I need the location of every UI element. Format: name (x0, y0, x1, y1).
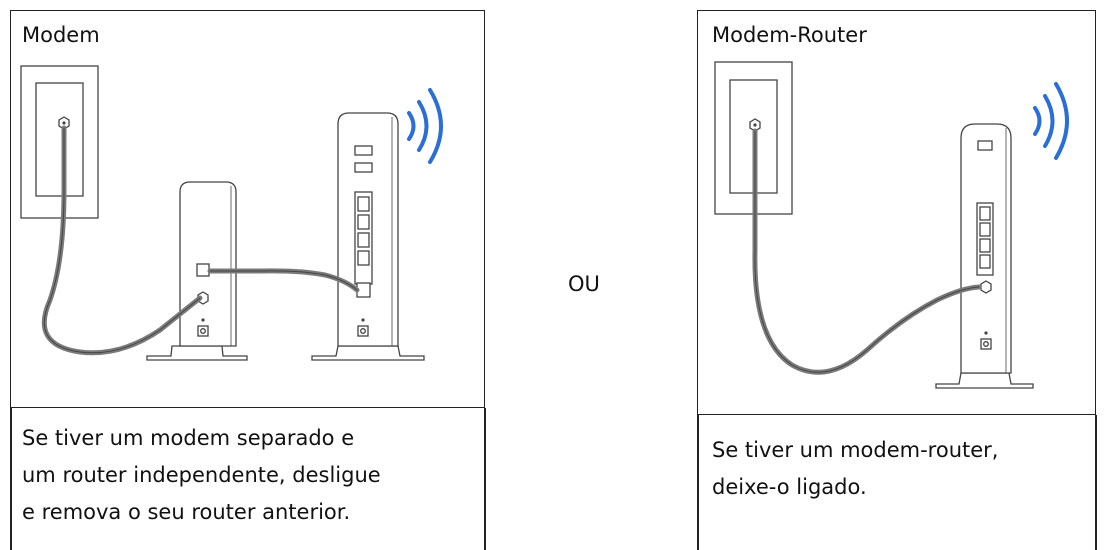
right-illustration-frame (697, 10, 1096, 415)
left-panel-caption: Se tiver um modem separado e um router i… (22, 420, 381, 531)
wifi-signal-icon-right (1033, 82, 1069, 160)
wall-outlet-icon (20, 65, 99, 219)
left-illustration-frame (10, 10, 485, 408)
left-caption-line-3: e remova o seu router anterior. (22, 500, 351, 524)
router-device-icon (311, 112, 425, 361)
right-panel-right-border (1095, 415, 1097, 550)
right-panel-title: Modem-Router (712, 23, 867, 47)
left-panel-left-border (10, 408, 12, 550)
right-panel-caption: Se tiver um modem-router, deixe-o ligado… (712, 432, 998, 506)
modem-router-setup-illustration (20, 65, 443, 361)
right-caption-line-1: Se tiver um modem-router, (712, 438, 999, 462)
right-caption-line-2: deixe-o ligado. (712, 475, 867, 499)
wifi-signal-icon (407, 88, 443, 164)
right-panel-left-border (697, 415, 699, 550)
or-separator-text: OU (568, 272, 600, 296)
modem-router-combo-illustration (714, 61, 1069, 389)
left-caption-line-1: Se tiver um modem separado e (22, 426, 355, 450)
left-panel-title: Modem (22, 23, 100, 47)
left-caption-line-2: um router independente, desligue (22, 463, 381, 487)
coax-cable-icon-right (752, 128, 982, 375)
left-panel-right-border (484, 408, 486, 550)
modem-router-device-icon (935, 123, 1034, 389)
